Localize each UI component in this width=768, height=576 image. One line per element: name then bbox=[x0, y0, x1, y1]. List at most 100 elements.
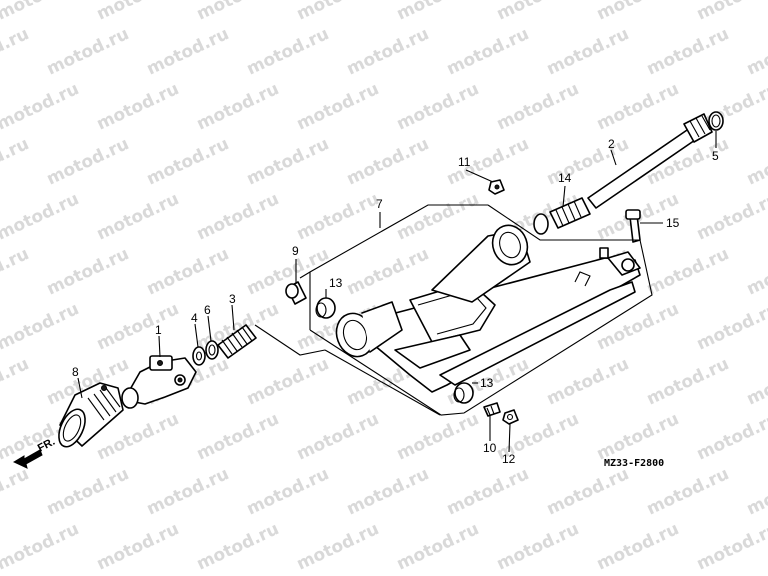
callout-3: 3 bbox=[229, 292, 236, 306]
watermark-text: motod.ru bbox=[344, 464, 432, 519]
watermark-text: motod.ru bbox=[594, 79, 682, 134]
watermark-text: motod.ru bbox=[494, 519, 582, 574]
callout-13-lower: 13 bbox=[480, 376, 494, 390]
watermark-text: motod.ru bbox=[94, 299, 182, 354]
watermark-text: motod.ru bbox=[344, 24, 432, 79]
watermark-text: motod.ru bbox=[194, 79, 282, 134]
watermark-text: motod.ru bbox=[294, 189, 382, 244]
leader-lines bbox=[77, 131, 717, 453]
watermark-text: motod.ru bbox=[244, 464, 332, 519]
callout-10: 10 bbox=[483, 441, 497, 455]
watermark-text: motod.ru bbox=[94, 189, 182, 244]
callout-numbers: 1 2 3 4 5 6 7 8 9 10 11 12 13 13 14 15 bbox=[72, 137, 719, 466]
watermark-text: motod.ru bbox=[644, 244, 732, 299]
watermark-text: motod.ru bbox=[194, 409, 282, 464]
watermark-text: motod.ru bbox=[544, 354, 632, 409]
callout-2: 2 bbox=[608, 137, 615, 151]
callout-15: 15 bbox=[666, 216, 680, 230]
watermark-text: motod.ru bbox=[0, 134, 32, 189]
watermark-text: motod.ru bbox=[0, 24, 32, 79]
watermark-text: motod.ru bbox=[194, 0, 282, 25]
watermark-text: motod.ru bbox=[744, 464, 768, 519]
callout-8: 8 bbox=[72, 365, 79, 379]
watermark-text: motod.ru bbox=[594, 519, 682, 574]
part-boot bbox=[58, 382, 124, 448]
callout-1: 1 bbox=[155, 323, 162, 337]
watermark-text: motod.ru bbox=[0, 354, 32, 409]
part-swingarm bbox=[335, 224, 641, 393]
part-coupling bbox=[533, 197, 591, 235]
watermark-text: motod.ru bbox=[44, 464, 132, 519]
watermark-text: motod.ru bbox=[244, 354, 332, 409]
part-nut-lower bbox=[502, 409, 519, 425]
assembly-outline bbox=[254, 204, 653, 416]
callout-6: 6 bbox=[204, 303, 211, 317]
callout-12: 12 bbox=[502, 452, 516, 466]
callout-7: 7 bbox=[376, 197, 383, 211]
part-bearing-lower bbox=[453, 382, 474, 404]
watermark-text: motod.ru bbox=[294, 0, 382, 25]
callout-11: 11 bbox=[458, 155, 471, 169]
watermark-text: motod.ru bbox=[44, 244, 132, 299]
part-pivot-bolt-lower bbox=[483, 402, 501, 417]
watermark-text: motod.ru bbox=[644, 24, 732, 79]
watermark-text: motod.ru bbox=[294, 409, 382, 464]
watermark-text: motod.ru bbox=[594, 0, 682, 25]
watermark-text: motod.ru bbox=[94, 519, 182, 574]
watermark-text: motod.ru bbox=[694, 189, 768, 244]
watermark-text: motod.ru bbox=[444, 134, 532, 189]
watermark-text: motod.ru bbox=[344, 244, 432, 299]
part-bearing-upper bbox=[315, 297, 336, 319]
callout-13-upper: 13 bbox=[329, 276, 343, 290]
part-bolt bbox=[625, 209, 641, 243]
callout-14: 14 bbox=[558, 171, 572, 185]
watermark-text: motod.ru bbox=[394, 79, 482, 134]
watermark-text: motod.ru bbox=[144, 24, 232, 79]
watermark-text: motod.ru bbox=[694, 409, 768, 464]
watermark-text: motod.ru bbox=[144, 464, 232, 519]
watermark-text: motod.ru bbox=[394, 519, 482, 574]
watermark-text: motod.ru bbox=[494, 79, 582, 134]
watermark-text: motod.ru bbox=[94, 0, 182, 25]
watermark-text: motod.ru bbox=[0, 464, 32, 519]
watermark-text: motod.ru bbox=[294, 519, 382, 574]
watermark-text: motod.ru bbox=[744, 244, 768, 299]
diagram-code: MZ33-F2800 bbox=[604, 458, 664, 469]
watermark-text: motod.ru bbox=[694, 0, 768, 25]
callout-5: 5 bbox=[712, 149, 719, 163]
callout-4: 4 bbox=[191, 311, 198, 325]
watermark-text: motod.ru bbox=[444, 464, 532, 519]
part-washer-6 bbox=[205, 340, 219, 360]
part-nut-upper bbox=[488, 179, 505, 195]
watermark-text: motod.ru bbox=[0, 299, 82, 354]
watermark-text: motod.ru bbox=[644, 354, 732, 409]
watermark-text: motod.ru bbox=[744, 354, 768, 409]
watermark-text: motod.ru bbox=[0, 79, 82, 134]
watermark-text: motod.ru bbox=[0, 244, 32, 299]
part-circlip bbox=[708, 111, 724, 131]
part-drive-shaft bbox=[587, 113, 713, 209]
watermark-text: motod.ru bbox=[0, 0, 82, 25]
watermark-text: motod.ru bbox=[144, 134, 232, 189]
part-joint-yoke bbox=[121, 355, 197, 409]
watermark-text: motod.ru bbox=[294, 79, 382, 134]
watermark-text: motod.ru bbox=[244, 134, 332, 189]
watermark-text: motod.ru bbox=[744, 24, 768, 79]
watermark-text: motod.ru bbox=[444, 24, 532, 79]
watermark-text: motod.ru bbox=[694, 299, 768, 354]
watermark-text: motod.ru bbox=[344, 134, 432, 189]
watermark-text: motod.ru bbox=[594, 409, 682, 464]
watermark-text: motod.ru bbox=[644, 464, 732, 519]
watermark-text: motod.ru bbox=[94, 79, 182, 134]
watermark-text: motod.ru bbox=[394, 409, 482, 464]
watermark-text: motod.ru bbox=[494, 0, 582, 25]
watermark-text: motod.ru bbox=[194, 189, 282, 244]
part-pivot-bolt bbox=[285, 281, 307, 305]
watermark-text: motod.ru bbox=[544, 464, 632, 519]
watermark-text: motod.ru bbox=[194, 519, 282, 574]
callout-9: 9 bbox=[292, 244, 299, 258]
watermark-text: motod.ru bbox=[694, 519, 768, 574]
watermark-text: motod.ru bbox=[44, 24, 132, 79]
